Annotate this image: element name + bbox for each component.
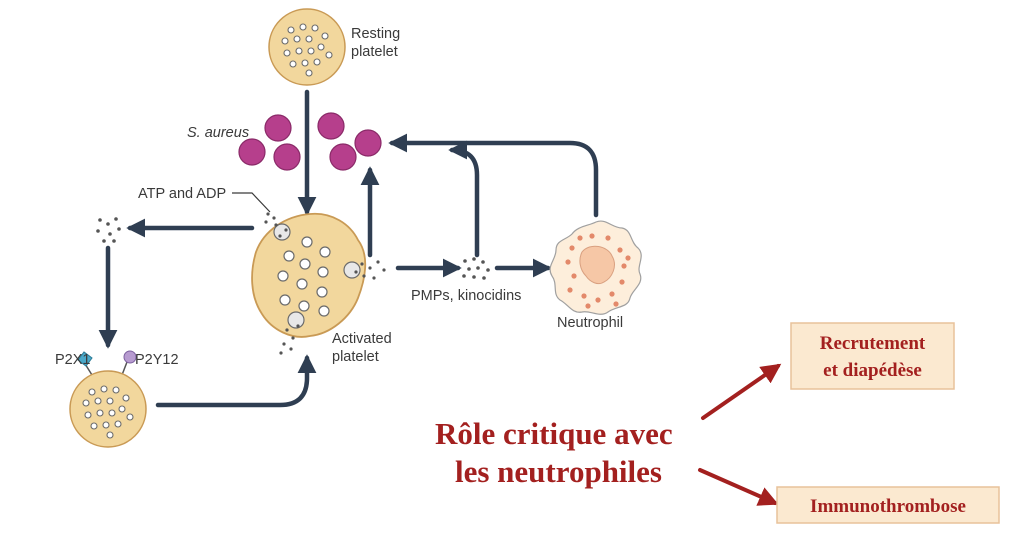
annotation-title-line1: Rôle critique avec	[435, 416, 673, 451]
pmps-kinocidins-label: PMPs, kinocidins	[411, 288, 521, 304]
arrow-platelet-feedback	[155, 354, 317, 408]
pathway-arrows	[98, 89, 599, 408]
released-atp-adp	[96, 217, 121, 243]
receptor-bearing-platelet	[69, 370, 147, 448]
box-recrutement-line2: et diapédèse	[823, 360, 922, 381]
resting-platelet-label-line2: platelet	[351, 44, 398, 60]
p2y12-receptor	[121, 350, 137, 376]
annotation-title-line2: les neutrophiles	[455, 454, 662, 489]
bacterium	[264, 114, 292, 142]
atp-adp-label: ATP and ADP	[138, 186, 226, 202]
neutrophil-label: Neutrophil	[557, 315, 623, 331]
atp-adp-leader-line	[232, 192, 271, 213]
bacterium	[238, 138, 266, 166]
bacterium	[317, 112, 345, 140]
bacterium	[329, 143, 357, 171]
neutrophil	[549, 220, 642, 315]
annotation-arrows	[698, 363, 782, 506]
activated-platelet-label-line2: platelet	[332, 349, 379, 365]
p2y12-label: P2Y12	[135, 352, 179, 368]
box-recrutement: Recrutement et diapédèse	[790, 322, 955, 390]
s-aureus-bacteria	[238, 112, 382, 171]
arrow-to-recrutement	[701, 363, 782, 420]
arrow-neutrophil-to-s-aureus	[388, 133, 599, 218]
box-recrutement-line1: Recrutement	[820, 333, 926, 354]
bacterium	[273, 143, 301, 171]
pmps-kinocidins	[462, 257, 490, 280]
activated-platelet-label-line1: Activated	[332, 331, 392, 347]
box-immunothrombose: Immunothrombose	[776, 486, 1000, 524]
resting-platelet-label-line1: Resting	[351, 26, 400, 42]
arrow-pmps-to-s-aureus	[448, 140, 480, 258]
resting-platelet	[268, 8, 346, 86]
p2x1-receptor	[77, 351, 93, 376]
p2x1-label: P2X1	[55, 352, 90, 368]
activated-platelet	[251, 212, 386, 355]
arrow-to-immunothrombose	[698, 468, 779, 506]
s-aureus-label: S. aureus	[187, 125, 249, 141]
box-immunothrombose-text: Immunothrombose	[810, 496, 966, 517]
bacterium	[354, 129, 382, 157]
